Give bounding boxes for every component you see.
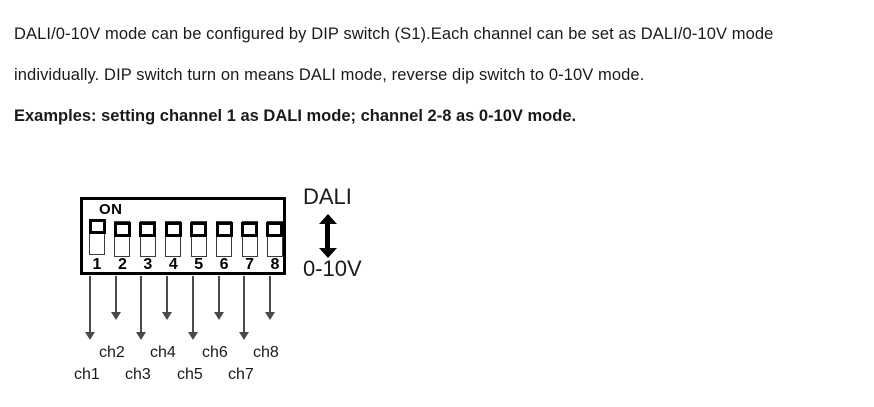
dip-switch-8[interactable] xyxy=(266,220,284,257)
mode-range-legend: DALI 0-10V xyxy=(303,180,413,290)
paragraph-line-3-examples: Examples: setting channel 1 as DALI mode… xyxy=(14,107,577,125)
dip-switch-knob-1 xyxy=(88,218,106,234)
channel-label-ch8: ch8 xyxy=(253,344,279,361)
channel-label-ch4: ch4 xyxy=(150,344,176,361)
instruction-text-block: DALI/0-10V mode can be configured by DIP… xyxy=(14,14,864,137)
dip-switch-knob-6 xyxy=(215,221,233,237)
dip-switch-number-8: 8 xyxy=(270,256,280,273)
paragraph-line-1: DALI/0-10V mode can be configured by DIP… xyxy=(14,25,774,43)
dip-switch-knob-8 xyxy=(266,221,284,237)
dip-switch-3[interactable] xyxy=(139,220,157,257)
channel-label-ch2: ch2 xyxy=(99,344,125,361)
dip-switch-number-3: 3 xyxy=(143,256,153,273)
on-label: ON xyxy=(99,201,123,218)
dip-switch-knob-2 xyxy=(113,221,131,237)
dip-switch-6[interactable] xyxy=(215,220,233,257)
dip-switch-1[interactable] xyxy=(88,218,106,255)
channel-labels-lower-row: ch1 ch3 ch5 ch7 xyxy=(74,366,340,386)
dip-switch-2[interactable] xyxy=(113,220,131,257)
dali-mode-label: DALI xyxy=(303,184,352,209)
dip-switch-body: ON 1 2 3 4 5 6 7 8 xyxy=(80,197,286,275)
dip-switch-slot-row xyxy=(88,218,284,257)
channel-label-ch7: ch7 xyxy=(228,366,254,383)
double-headed-vertical-arrow-icon xyxy=(319,214,337,258)
dip-switch-knob-7 xyxy=(241,221,259,237)
dip-switch-number-5: 5 xyxy=(194,256,204,273)
dip-switch-number-2: 2 xyxy=(117,256,127,273)
dip-switch-number-4: 4 xyxy=(168,256,178,273)
channel-label-ch5: ch5 xyxy=(177,366,203,383)
dip-switch-knob-3 xyxy=(139,221,157,237)
channel-arrow-group xyxy=(80,276,286,354)
dip-switch-number-6: 6 xyxy=(219,256,229,273)
dip-switch-5[interactable] xyxy=(190,220,208,257)
dip-switch-7[interactable] xyxy=(241,220,259,257)
dip-switch-number-row: 1 2 3 4 5 6 7 8 xyxy=(89,255,283,275)
channel-label-ch3: ch3 xyxy=(125,366,151,383)
dip-switch-knob-5 xyxy=(190,221,208,237)
paragraph-line-2: individually. DIP switch turn on means D… xyxy=(14,66,645,84)
channel-label-ch6: ch6 xyxy=(202,344,228,361)
channel-labels-upper-row: ch2 ch4 ch6 ch8 xyxy=(80,344,340,364)
channel-label-ch1: ch1 xyxy=(74,366,100,383)
dip-switch-knob-4 xyxy=(164,221,182,237)
zero-ten-volt-mode-label: 0-10V xyxy=(303,256,362,281)
dip-switch-diagram: ON 1 2 3 4 5 6 7 8 xyxy=(0,180,420,400)
dip-switch-4[interactable] xyxy=(164,220,182,257)
dip-switch-number-1: 1 xyxy=(92,256,102,273)
dip-switch-number-7: 7 xyxy=(245,256,254,273)
